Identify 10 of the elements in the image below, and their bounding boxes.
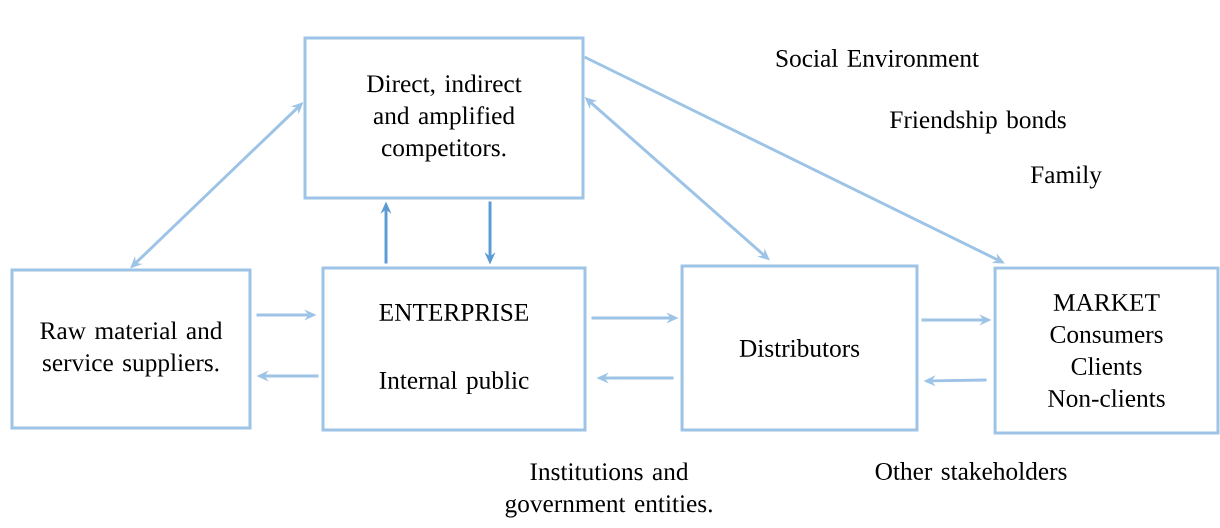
box: Raw material and service suppliers. xyxy=(10,268,252,430)
box: Direct, indirect and amplified competitors. xyxy=(303,36,585,200)
box: ENTERPRISE Internal public xyxy=(321,266,587,432)
label: Other stakeholders xyxy=(875,462,1067,480)
box: MARKET Consumers Clients Non-clients xyxy=(993,266,1220,435)
label: Institutions and government entities. xyxy=(505,462,712,518)
label: Family xyxy=(1030,165,1102,189)
box: Distributors xyxy=(680,264,919,432)
label: Friendship bonds xyxy=(890,110,1066,134)
label: Social Environment xyxy=(776,49,979,67)
